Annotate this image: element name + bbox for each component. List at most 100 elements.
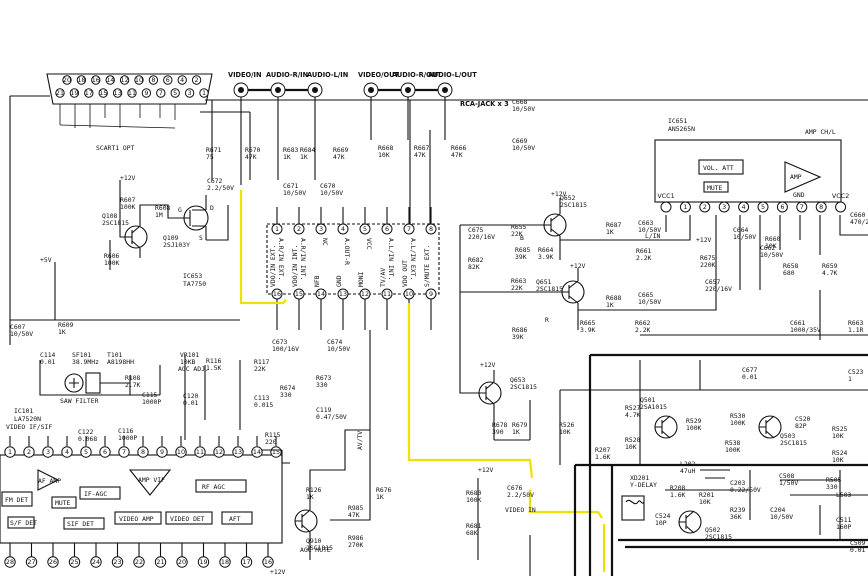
ic653-pin-num: 5 — [363, 225, 367, 233]
component-value-r674: 330 — [280, 391, 292, 399]
component-ref-c511: C511 — [836, 516, 852, 524]
ic653-pin-num: 15 — [295, 290, 303, 298]
component-ref-r665: R665 — [580, 319, 596, 327]
scart-pin-10 — [134, 75, 144, 85]
ic101-pin-6 — [99, 446, 111, 458]
ic101-pin-num: 10 — [177, 448, 185, 456]
component-value-r658: 680 — [783, 269, 795, 277]
component-ref-c120: C120 — [183, 392, 199, 400]
component-ref-q653: Q653 — [510, 376, 526, 384]
ic653-pin-3 — [315, 223, 327, 235]
ic653-pin-2 — [293, 223, 305, 235]
component-ref-c663: C663 — [638, 219, 654, 227]
component-ref-r116: R116 — [206, 357, 222, 365]
scart-pin-label: 3 — [188, 89, 192, 97]
component-ref-r607: R607 — [120, 196, 136, 204]
ic653-pin-5 — [359, 223, 371, 235]
component-value-c661: 1000/35V — [790, 326, 821, 334]
v12-g: +12V — [270, 568, 286, 576]
component-value-c677: 0.01 — [742, 373, 758, 381]
ic653-pin-6 — [381, 223, 393, 235]
ic651-pin-2 — [699, 201, 711, 213]
component-ref-vr101: VR101 — [180, 351, 199, 359]
component-ref-c661: C661 — [790, 319, 806, 327]
ic101-pin-5 — [80, 446, 92, 458]
ic653-pin-4 — [337, 223, 349, 235]
ic101-pin-num: 27 — [27, 558, 35, 566]
scart-pin-14 — [105, 75, 115, 85]
component-ref-r671: R671 — [206, 146, 222, 154]
component-value-c673: 100/16V — [272, 345, 299, 353]
component-value-q501: 2SA1015 — [640, 403, 667, 411]
scart-pin-label: 5 — [173, 89, 177, 97]
ic101-pin-num: 28 — [6, 558, 14, 566]
jack-audio-l-in — [307, 82, 323, 98]
ic101-ifagc: IF-AGC — [84, 490, 107, 498]
ic653-pin-label: GND — [335, 275, 343, 287]
component-ref-r608: R608 — [155, 204, 171, 212]
b-label: B — [520, 234, 524, 242]
component-value-r505: 330 — [826, 483, 838, 491]
ic101-pin-4 — [61, 446, 73, 458]
ic101-pin-num: 21 — [156, 558, 164, 566]
ic651-ref: IC651 — [668, 117, 687, 125]
component-value-r664: 3.9K — [538, 253, 554, 261]
component-value-c664: 10/50V — [733, 233, 756, 241]
component-value-c676: 2.2/50V — [507, 491, 534, 499]
component-ref-r673: R673 — [316, 374, 332, 382]
scart-pin-label: 19 — [70, 89, 78, 97]
component-value-c674: 10/50V — [327, 345, 350, 353]
ic653-pin-num: 11 — [383, 290, 391, 298]
saw-label: SAW FILTER — [60, 397, 99, 405]
component-ref-c675: C675 — [468, 226, 484, 234]
scart-pin-label: 11 — [128, 89, 136, 97]
component-ref-r680: R680 — [466, 489, 482, 497]
component-ref-r681: R681 — [466, 522, 482, 530]
scart-pin-label: 17 — [85, 89, 93, 97]
scart-pin-1 — [199, 88, 209, 98]
component-ref-c662: C662 — [760, 244, 776, 252]
ic101-pin-num: 9 — [160, 448, 164, 456]
ic653: 1A.R/IN EXT.2A.R/IN INT.3NC4A.OUT-R5VCC6… — [183, 207, 440, 330]
scart-pin-6 — [163, 75, 173, 85]
ic101-title: VIDEO IF/SIF — [6, 423, 52, 431]
component-value-r527: 4.7K — [625, 411, 641, 419]
component-ref-r676: R676 — [376, 486, 392, 494]
v12-b: +12V — [551, 190, 567, 198]
component-value-c511: 160P — [836, 523, 852, 531]
ic101-sifdet: SIF DET — [67, 520, 94, 528]
component-value-c523: 1 — [848, 375, 852, 383]
ic101-pin-13 — [232, 446, 244, 458]
component-value-c669: 10/50V — [512, 144, 535, 152]
ic653-pin-num: 16 — [273, 290, 281, 298]
ic101-pin-num: 11 — [196, 448, 204, 456]
scart-pin-label: 6 — [166, 76, 170, 84]
ic101-pin-num: 7 — [122, 448, 126, 456]
ic101-pin-12 — [213, 446, 225, 458]
component-value-r985: 47K — [348, 511, 360, 519]
component-ref-r207: R207 — [595, 446, 611, 454]
scart-pin-label: 13 — [114, 89, 122, 97]
component-ref-r688: R688 — [606, 294, 622, 302]
ic101-pin-1 — [4, 446, 16, 458]
component-ref-r664: R664 — [538, 246, 554, 254]
component-ref-q503: Q503 — [780, 432, 796, 440]
component-value-r688: 1K — [606, 301, 614, 309]
ic653-pin-label: NC — [321, 238, 329, 246]
ic651-pin-label: VCC1 — [657, 192, 674, 200]
scart-pin-5 — [170, 88, 180, 98]
component-ref-r655: R655 — [511, 223, 527, 231]
component-ref-q651: Q651 — [536, 278, 552, 286]
scart-pin-label: 9 — [144, 89, 148, 97]
component-ref-r538: R538 — [725, 439, 741, 447]
component-ref-r667: R667 — [414, 144, 430, 152]
avtv-label: AV/TV — [356, 431, 364, 450]
component-ref-r682: R682 — [468, 256, 484, 264]
jack-label-audio-l-out: AUDIO-L/OUT — [428, 71, 477, 79]
component-value-r683: 1K — [283, 153, 291, 161]
component-value-r668: 10K — [378, 151, 390, 159]
ic101-videodet: VIDEO DET — [170, 515, 205, 523]
